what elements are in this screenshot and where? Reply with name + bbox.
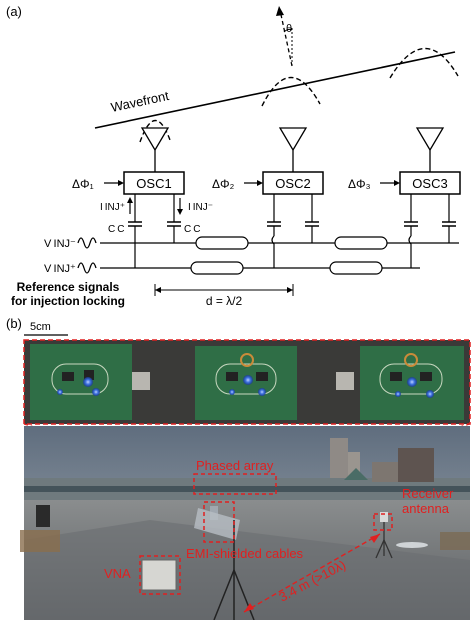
antenna-2: [278, 127, 308, 172]
cc-label-right: C C: [184, 224, 200, 235]
sine-source-minus: [77, 237, 97, 249]
beam-arrowhead: [276, 6, 284, 16]
osc-wires: [134, 194, 450, 222]
wave-lobe-3: [389, 47, 459, 79]
reference-label-line2: for injection locking: [11, 294, 125, 308]
osc3-label: OSC3: [412, 176, 447, 191]
annotation-receiver-line1: Receiver: [402, 486, 454, 501]
wave-lobe-1: [139, 119, 171, 143]
annotation-emi-cables: EMI-shielded cables: [186, 546, 304, 561]
osc1-label: OSC1: [136, 176, 171, 191]
iinj-plus-label: I INJ⁺: [100, 202, 125, 213]
sine-source-plus: [77, 262, 97, 274]
pcb-board-2: [195, 346, 297, 420]
coupling-capacitors: [128, 221, 456, 227]
annotation-receiver-line2: antenna: [402, 501, 450, 516]
osc2-label: OSC2: [275, 176, 310, 191]
phase-2-label: ΔΦ₂: [212, 177, 235, 191]
distance-arrow: [243, 533, 381, 613]
panel-b-label: (b): [6, 316, 22, 331]
annotation-phased-array: Phased array: [196, 458, 274, 473]
annotation-vna: VNA: [104, 566, 131, 581]
theta-arc: [283, 28, 293, 33]
beam-direction-arrow: [279, 9, 293, 67]
antenna-3: [415, 127, 445, 172]
vinj-minus-label: V INJ⁻: [44, 238, 76, 250]
phase-1-label: ΔΦ₁: [72, 177, 94, 191]
coax-lines: [190, 236, 388, 275]
vinj-plus-label: V INJ⁺: [44, 263, 76, 275]
iinj-minus-label: I INJ⁻: [188, 202, 213, 213]
outdoor-photo: [20, 426, 470, 620]
reference-label-line1: Reference signals: [17, 280, 120, 294]
theta-label: θ: [286, 23, 292, 35]
panel-a-label: (a): [6, 4, 22, 19]
wavefront-line: [94, 51, 456, 129]
pcb-board-1: [30, 344, 132, 420]
cc-label-left: C C: [108, 224, 124, 235]
wavefront-label: Wavefront: [110, 88, 171, 115]
scale-bar-label: 5cm: [30, 321, 51, 333]
antenna-1: [140, 127, 170, 172]
phase-3-label: ΔΦ₃: [348, 177, 371, 191]
wave-lobe-2: [261, 76, 321, 107]
pcb-board-3: [360, 346, 464, 420]
spacing-label: d = λ/2: [206, 294, 243, 308]
bus-connections: [134, 226, 450, 268]
